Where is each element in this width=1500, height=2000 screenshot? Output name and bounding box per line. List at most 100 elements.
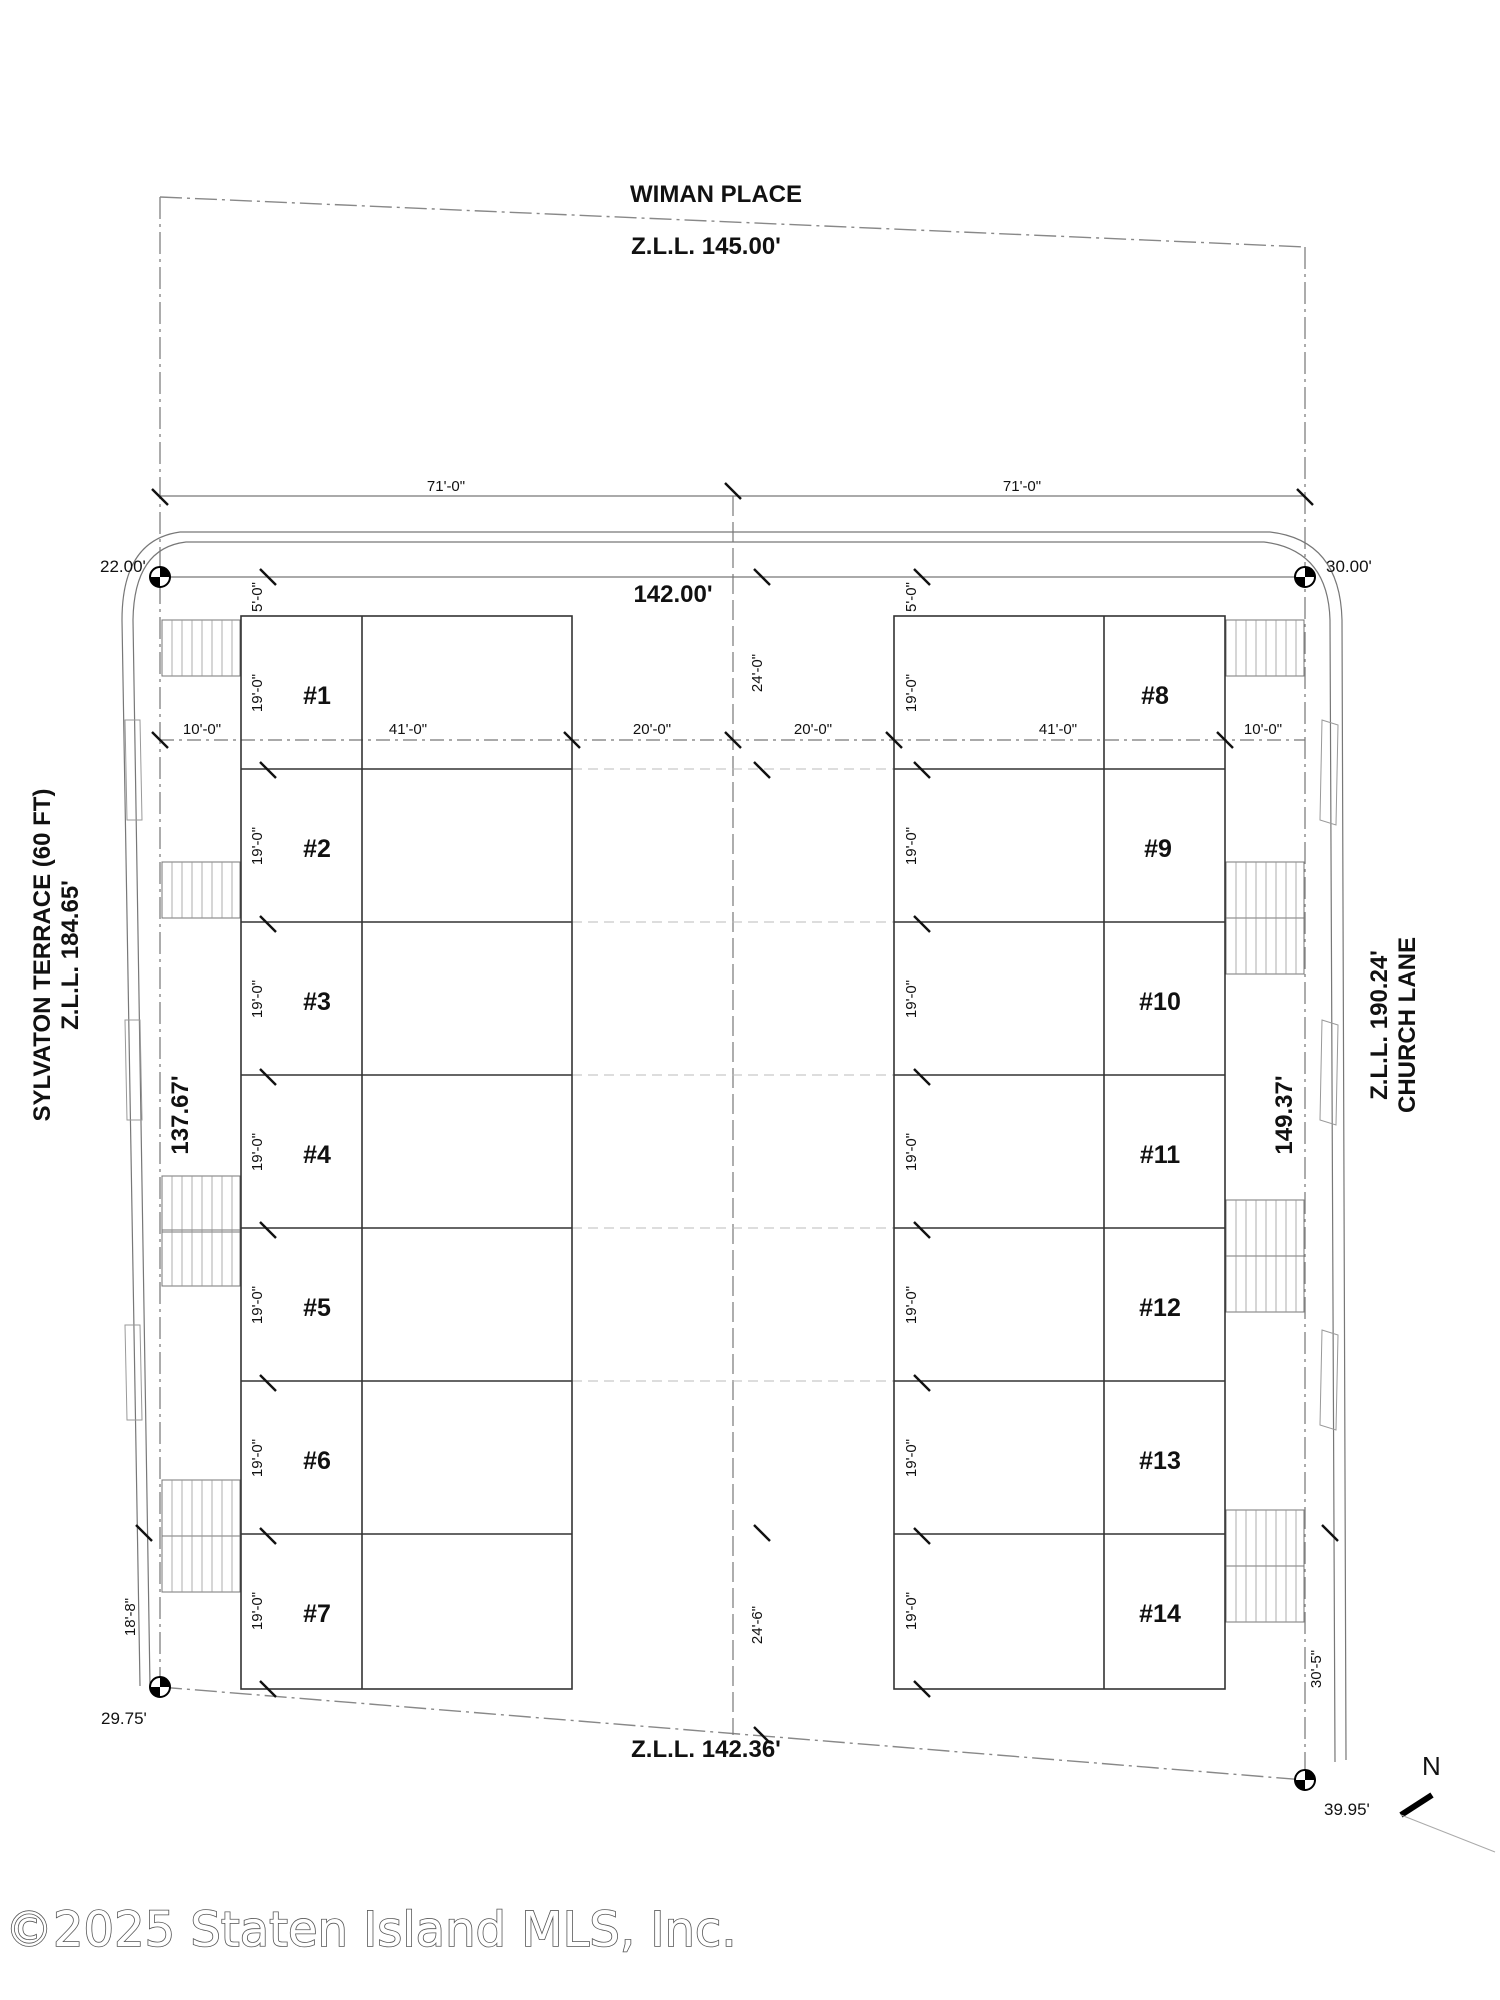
dimension-tick (913, 1221, 931, 1239)
dim-west-building-depth: 41'-0" (389, 721, 427, 738)
corner-sw-value: 29.75' (101, 1709, 147, 1728)
unit-label: #2 (303, 835, 331, 863)
dimension-tick (259, 1374, 277, 1392)
unit-width-dim: 19'-0" (249, 1592, 266, 1630)
dim-west-yard: 20'-0" (633, 721, 671, 738)
unit-label: #12 (1139, 1294, 1181, 1322)
dim-front-yard-west: 5'-0" (249, 582, 266, 612)
east-zll: Z.L.L. 190.24' (1366, 950, 1393, 1100)
corner-nw-value: 22.00' (100, 557, 146, 576)
dim-front-yard-east: 5'-0" (903, 582, 920, 612)
dim-west-setback: 10'-0" (183, 721, 221, 738)
north-arrow-label: N (1422, 1751, 1441, 1781)
south-zll: Z.L.L. 142.36' (631, 1736, 781, 1763)
dimension-tick (753, 761, 771, 779)
corner-se-value: 39.95' (1324, 1800, 1370, 1819)
unit-label: #7 (303, 1600, 331, 1628)
unit-label: #13 (1139, 1447, 1181, 1475)
dim-half-width-right: 71'-0" (1003, 478, 1041, 495)
dimension-tick (913, 1068, 931, 1086)
unit-width-dim: 19'-0" (903, 1286, 920, 1324)
unit-width-dim: 19'-0" (249, 1133, 266, 1171)
watermark: ©2025 Staten Island MLS, Inc. (5, 1902, 737, 1958)
unit-label: #14 (1139, 1600, 1181, 1628)
dimension-tick (259, 1221, 277, 1239)
dimension-tick (135, 1524, 153, 1542)
dimension-tick (913, 761, 931, 779)
corner-marker-nw (149, 566, 171, 588)
unit-width-dim: 19'-0" (903, 980, 920, 1018)
unit-lines-extension (572, 768, 894, 1382)
dimension-tick (563, 731, 581, 749)
building-west (240, 615, 573, 1690)
unit-width-dims: 19'-0" 19'-0" 19'-0" 19'-0" 19'-0" 19'-0" 19'-… (249, 674, 920, 1630)
dimension-tick (913, 915, 931, 933)
north-street-name: WIMAN PLACE (630, 181, 802, 208)
dimension-tick (753, 1726, 771, 1744)
east-street-name: CHURCH LANE (1394, 937, 1421, 1113)
dim-east-yard: 20'-0" (794, 721, 832, 738)
unit-dividers (241, 768, 1225, 1535)
unit-label: #1 (303, 682, 331, 710)
north-zll: Z.L.L. 145.00' (631, 233, 781, 260)
corner-marker-se (1294, 1769, 1316, 1791)
dimension-tick (913, 1527, 931, 1545)
unit-label: #11 (1140, 1141, 1180, 1169)
unit-label: #4 (303, 1141, 331, 1169)
dimension-tick (151, 488, 169, 506)
dimension-tick (1321, 1524, 1339, 1542)
west-zll: Z.L.L. 184.65' (57, 880, 84, 1030)
dim-half-width-left: 71'-0" (427, 478, 465, 495)
dimension-tick (753, 1524, 771, 1542)
dim-east-building-depth: 41'-0" (1039, 721, 1077, 738)
side-insets (124, 719, 1339, 1431)
unit-width-dim: 19'-0" (903, 1133, 920, 1171)
unit-width-dim: 19'-0" (903, 674, 920, 712)
dimension-tick (913, 1374, 931, 1392)
dim-sw-side: 18'-8" (122, 1598, 139, 1636)
unit-width-dim: 19'-0" (903, 1439, 920, 1477)
dimension-tick (259, 1527, 277, 1545)
unit-label: #6 (303, 1447, 331, 1475)
west-lot-depth: 137.67' (167, 1075, 194, 1154)
unit-label: #3 (303, 988, 331, 1016)
dimension-tick (259, 1068, 277, 1086)
dimension-tick (259, 915, 277, 933)
west-street-name: SYLVATON TERRACE (60 FT) (29, 789, 56, 1122)
unit-width-dim: 19'-0" (903, 1592, 920, 1630)
stair-treads (171, 620, 1297, 1622)
unit-width-dim: 19'-0" (249, 674, 266, 712)
corner-ne-value: 30.00' (1326, 557, 1372, 576)
unit-label: #8 (1141, 682, 1169, 710)
stairs-west (161, 619, 241, 1593)
unit-label: #10 (1139, 988, 1181, 1016)
dimension-tick (753, 568, 771, 586)
dimension-tick (259, 761, 277, 779)
dimension-tick (1216, 731, 1234, 749)
dim-east-setback: 10'-0" (1244, 721, 1282, 738)
building-east (893, 615, 1226, 1690)
unit-width-dim: 19'-0" (249, 980, 266, 1018)
unit-width-dim: 19'-0" (249, 827, 266, 865)
dimension-tick (724, 731, 742, 749)
dimension-tick (1296, 488, 1314, 506)
unit-width-dim: 19'-0" (903, 827, 920, 865)
dim-south-yard: 24'-6" (749, 1606, 766, 1644)
dimension-tick (913, 568, 931, 586)
dimension-ticks (135, 482, 1339, 1744)
dimension-tick (259, 1680, 277, 1698)
dimension-tick (913, 1680, 931, 1698)
dim-se-side: 30'-5" (1308, 1650, 1325, 1688)
units-east: #8 #9 #10 #11 #12 #13 #14 (1139, 682, 1181, 1628)
units-west: #1 #2 #3 #4 #5 #6 #7 (303, 682, 331, 1628)
stairs-east (1225, 619, 1305, 1623)
unit-width-dim: 19'-0" (249, 1439, 266, 1477)
east-lot-depth: 149.37' (1271, 1075, 1298, 1154)
corner-marker-ne (1294, 566, 1316, 588)
unit-label: #9 (1144, 835, 1172, 863)
dimension-tick (259, 568, 277, 586)
unit-width-dim: 19'-0" (249, 1286, 266, 1324)
dim-north-yard: 24'-0" (749, 654, 766, 692)
corner-marker-sw (149, 1676, 171, 1698)
